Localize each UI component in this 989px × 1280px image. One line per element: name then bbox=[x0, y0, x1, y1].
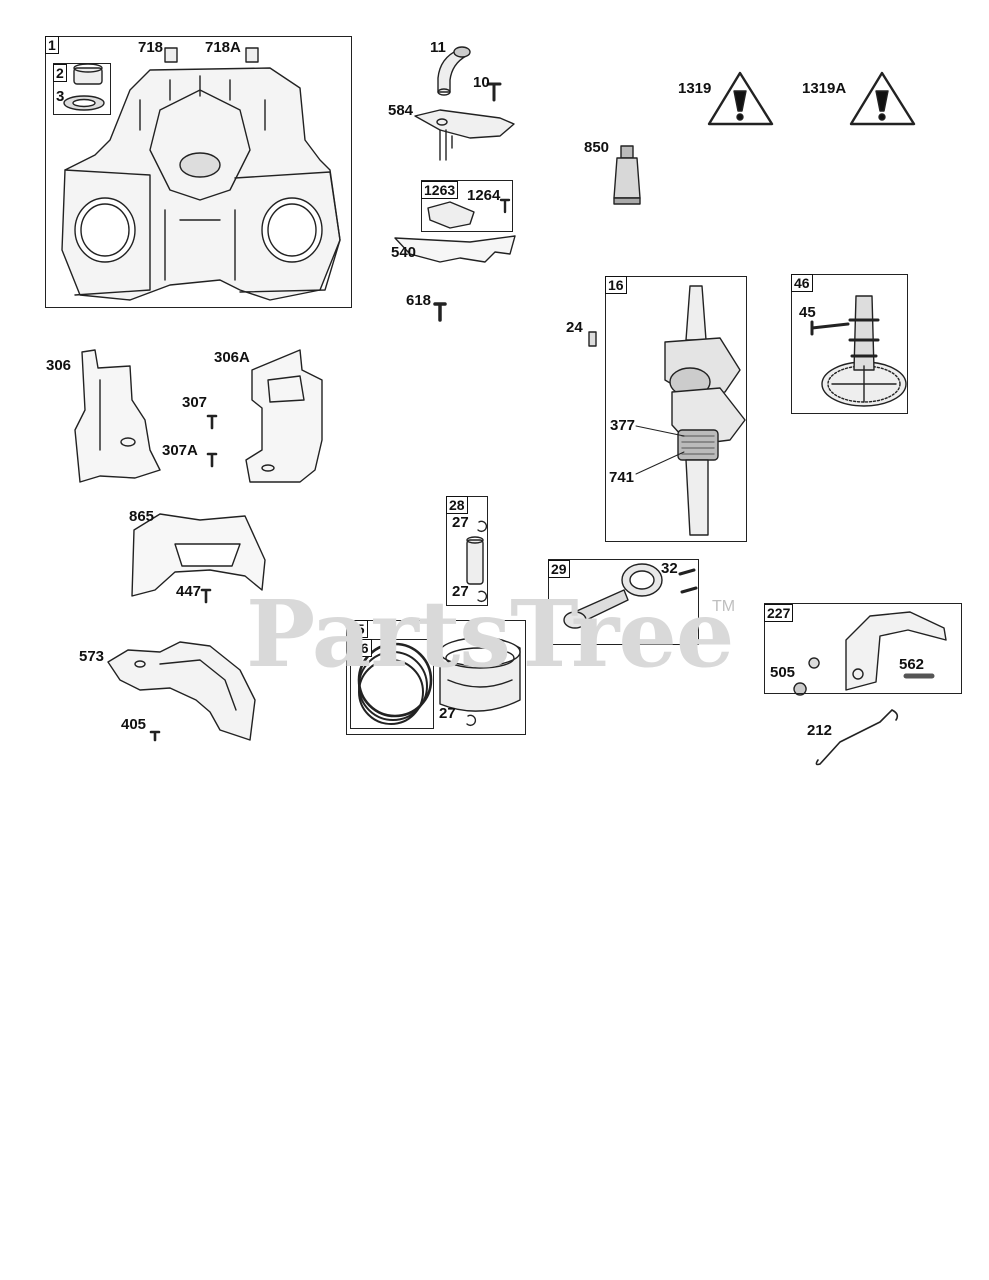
callout-850: 850 bbox=[584, 139, 610, 156]
dipstick-tube-drawing bbox=[437, 46, 471, 96]
dowel-pin-drawing bbox=[588, 331, 597, 347]
screw-447-drawing bbox=[200, 588, 212, 604]
screw-618-drawing bbox=[433, 302, 447, 322]
callout-377: 377 bbox=[610, 417, 636, 434]
box-number-2: 2 bbox=[53, 64, 67, 82]
governor-link-drawing bbox=[815, 709, 899, 766]
frame-227 bbox=[764, 603, 962, 694]
crankshaft-drawing bbox=[664, 285, 746, 536]
callout-10: 10 bbox=[473, 74, 490, 91]
callout-27-piston: 27 bbox=[439, 705, 456, 722]
callout-505: 505 bbox=[770, 664, 796, 681]
callout-24: 24 bbox=[566, 319, 583, 336]
bushing-718a-drawing bbox=[245, 47, 259, 63]
box-number-1263: 1263 bbox=[421, 181, 459, 199]
frame-16 bbox=[605, 276, 747, 542]
retainer-ring-drawing bbox=[466, 714, 477, 727]
bracket-227-drawing bbox=[793, 611, 947, 696]
box-number-227: 227 bbox=[764, 604, 794, 622]
callout-11: 11 bbox=[430, 39, 446, 56]
frame-1 bbox=[45, 36, 352, 308]
camshaft-drawing bbox=[810, 295, 907, 407]
gasket-540-drawing bbox=[394, 235, 516, 263]
screw-307a-drawing bbox=[206, 452, 218, 468]
callout-212: 212 bbox=[807, 722, 833, 739]
frame-1263 bbox=[421, 180, 513, 232]
bushing-718-drawing bbox=[164, 47, 178, 63]
frame-29 bbox=[548, 559, 699, 645]
callout-562: 562 bbox=[899, 656, 925, 673]
baffle-573-drawing bbox=[107, 641, 256, 741]
piston-drawing bbox=[439, 636, 521, 712]
callout-307: 307 bbox=[182, 394, 208, 411]
governor-part-drawing bbox=[427, 198, 511, 229]
cylinder-block-drawing bbox=[61, 67, 341, 301]
callout-307a: 307A bbox=[162, 442, 198, 459]
callout-718: 718 bbox=[138, 39, 164, 56]
piston-rings-drawing bbox=[357, 642, 433, 725]
callout-865: 865 bbox=[129, 508, 155, 525]
box-number-25: 25 bbox=[346, 620, 368, 638]
callout-540: 540 bbox=[391, 244, 417, 261]
box-number-16: 16 bbox=[605, 276, 627, 294]
callout-618: 618 bbox=[406, 292, 432, 309]
shield-865-drawing bbox=[131, 513, 266, 597]
warning-triangle-icon bbox=[849, 71, 916, 126]
callout-27-top: 27 bbox=[452, 514, 469, 531]
warning-triangle-icon bbox=[707, 71, 774, 126]
screw-405-drawing bbox=[149, 730, 161, 742]
callout-306a: 306A bbox=[214, 349, 250, 366]
callout-306: 306 bbox=[46, 357, 72, 374]
box-number-46: 46 bbox=[791, 274, 813, 292]
box-number-26: 26 bbox=[350, 639, 372, 657]
frame-2 bbox=[53, 63, 111, 115]
callout-573: 573 bbox=[79, 648, 105, 665]
sealant-tube-drawing bbox=[613, 145, 641, 205]
callout-584: 584 bbox=[388, 102, 414, 119]
bracket-584-drawing bbox=[414, 109, 515, 161]
screw-10-drawing bbox=[486, 82, 502, 102]
callout-27-bottom: 27 bbox=[452, 583, 469, 600]
callout-1319a: 1319A bbox=[802, 80, 847, 97]
bearing-seal-drawing bbox=[63, 63, 105, 111]
callout-1264: 1264 bbox=[467, 187, 501, 204]
callout-718a: 718A bbox=[205, 39, 241, 56]
callout-405: 405 bbox=[121, 716, 147, 733]
wrist-pin-drawing bbox=[466, 520, 488, 603]
trademark-mark: TM bbox=[712, 598, 736, 615]
box-number-28: 28 bbox=[446, 496, 468, 514]
callout-741: 741 bbox=[609, 469, 635, 486]
callout-1319: 1319 bbox=[678, 80, 712, 97]
callout-45: 45 bbox=[799, 304, 816, 321]
air-shroud-306a-drawing bbox=[245, 349, 323, 483]
box-number-1: 1 bbox=[45, 36, 59, 54]
callout-32: 32 bbox=[661, 560, 678, 577]
connecting-rod-drawing bbox=[563, 563, 698, 629]
screw-307-drawing bbox=[206, 414, 218, 430]
callout-3: 3 bbox=[56, 88, 65, 105]
box-number-29: 29 bbox=[548, 560, 570, 578]
watermark: PartsTree bbox=[246, 580, 734, 688]
air-shroud-306-drawing bbox=[74, 349, 161, 483]
frame-25 bbox=[346, 620, 526, 735]
callout-447: 447 bbox=[176, 583, 202, 600]
frame-46 bbox=[791, 274, 908, 414]
frame-26 bbox=[350, 639, 434, 729]
